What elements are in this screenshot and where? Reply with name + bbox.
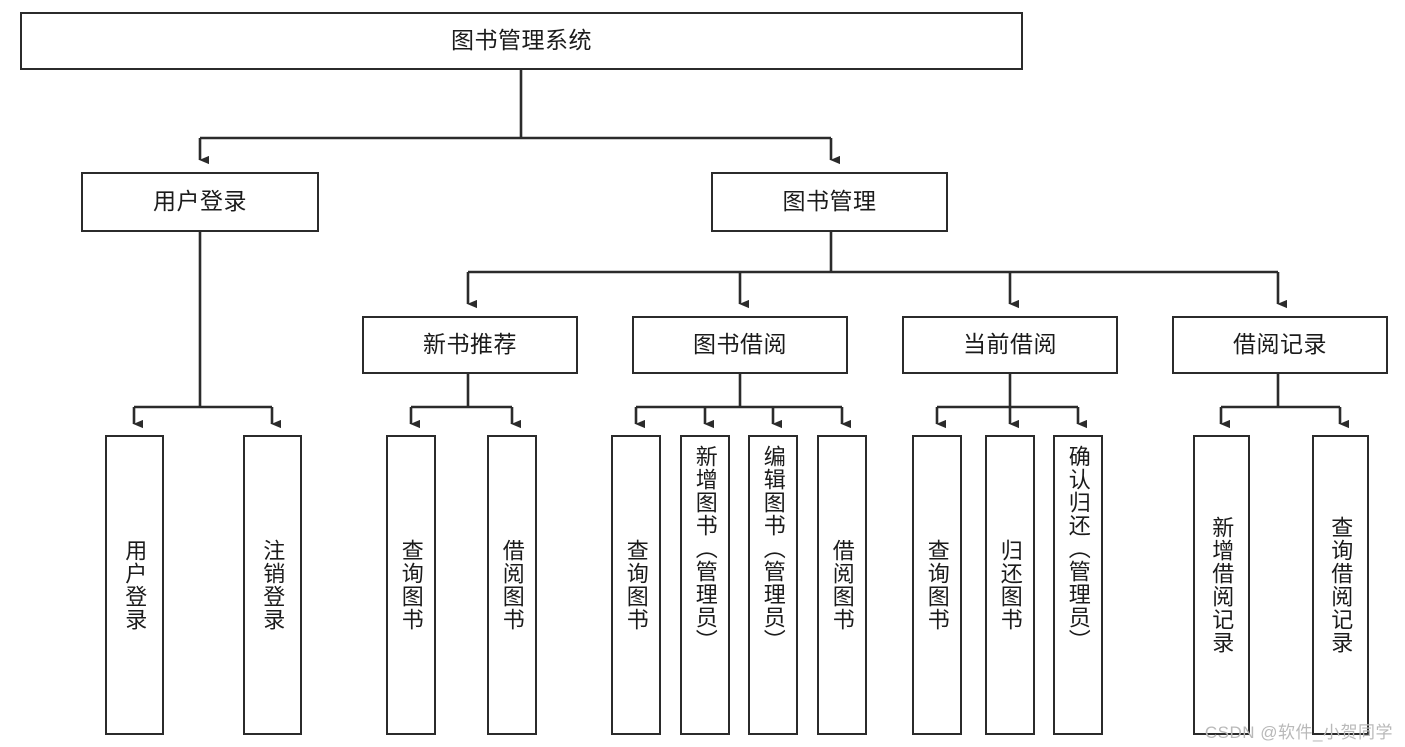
watermark-text: CSDN @软件_小贺同学 (1204, 723, 1393, 742)
node-leaf-query-borrow-record[interactable]: 查询借阅记录 (1312, 435, 1369, 735)
node-label: 图书管理 (782, 188, 877, 215)
node-label: 图书管理系统 (451, 27, 592, 54)
node-leaf-edit-book-admin[interactable]: 编辑图书（管理员） (748, 435, 798, 735)
node-label: 查询借阅记录 (1328, 516, 1354, 654)
node-book-manage[interactable]: 图书管理 (711, 172, 948, 232)
node-root-system[interactable]: 图书管理系统 (20, 12, 1023, 70)
node-leaf-borrow-book[interactable]: 借阅图书 (817, 435, 867, 735)
node-leaf-query-book-rec[interactable]: 查询图书 (386, 435, 436, 735)
node-leaf-add-book-admin[interactable]: 新增图书（管理员） (680, 435, 730, 735)
node-label: 借阅记录 (1233, 331, 1327, 358)
node-new-book-recommend[interactable]: 新书推荐 (362, 316, 578, 374)
node-label: 图书借阅 (693, 331, 787, 358)
node-label: 新书推荐 (423, 331, 517, 358)
node-leaf-query-book-cur[interactable]: 查询图书 (912, 435, 962, 735)
node-label: 用户登录 (153, 188, 247, 215)
node-label: 借阅图书 (499, 539, 525, 631)
node-label: 用户登录 (122, 539, 148, 631)
node-leaf-query-book-borrow[interactable]: 查询图书 (611, 435, 661, 735)
node-leaf-return-book[interactable]: 归还图书 (985, 435, 1035, 735)
node-label: 归还图书 (997, 539, 1023, 631)
node-label: 查询图书 (398, 539, 424, 631)
node-label: 借阅图书 (829, 539, 855, 631)
node-label: 注销登录 (260, 539, 286, 631)
node-leaf-logout-login[interactable]: 注销登录 (243, 435, 302, 735)
node-label: 确认归还（管理员） (1065, 445, 1091, 652)
node-user-login[interactable]: 用户登录 (81, 172, 319, 232)
node-current-borrow[interactable]: 当前借阅 (902, 316, 1118, 374)
node-leaf-user-login[interactable]: 用户登录 (105, 435, 164, 735)
node-leaf-add-borrow-record[interactable]: 新增借阅记录 (1193, 435, 1250, 735)
node-label: 新增图书（管理员） (692, 445, 718, 652)
node-label: 查询图书 (924, 539, 950, 631)
node-borrow-record[interactable]: 借阅记录 (1172, 316, 1388, 374)
node-label: 当前借阅 (963, 331, 1057, 358)
node-label: 编辑图书（管理员） (760, 445, 786, 652)
node-book-borrow[interactable]: 图书借阅 (632, 316, 848, 374)
node-label: 查询图书 (623, 539, 649, 631)
node-leaf-borrow-book-rec[interactable]: 借阅图书 (487, 435, 537, 735)
node-leaf-confirm-return-admin[interactable]: 确认归还（管理员） (1053, 435, 1103, 735)
node-label: 新增借阅记录 (1209, 516, 1235, 654)
